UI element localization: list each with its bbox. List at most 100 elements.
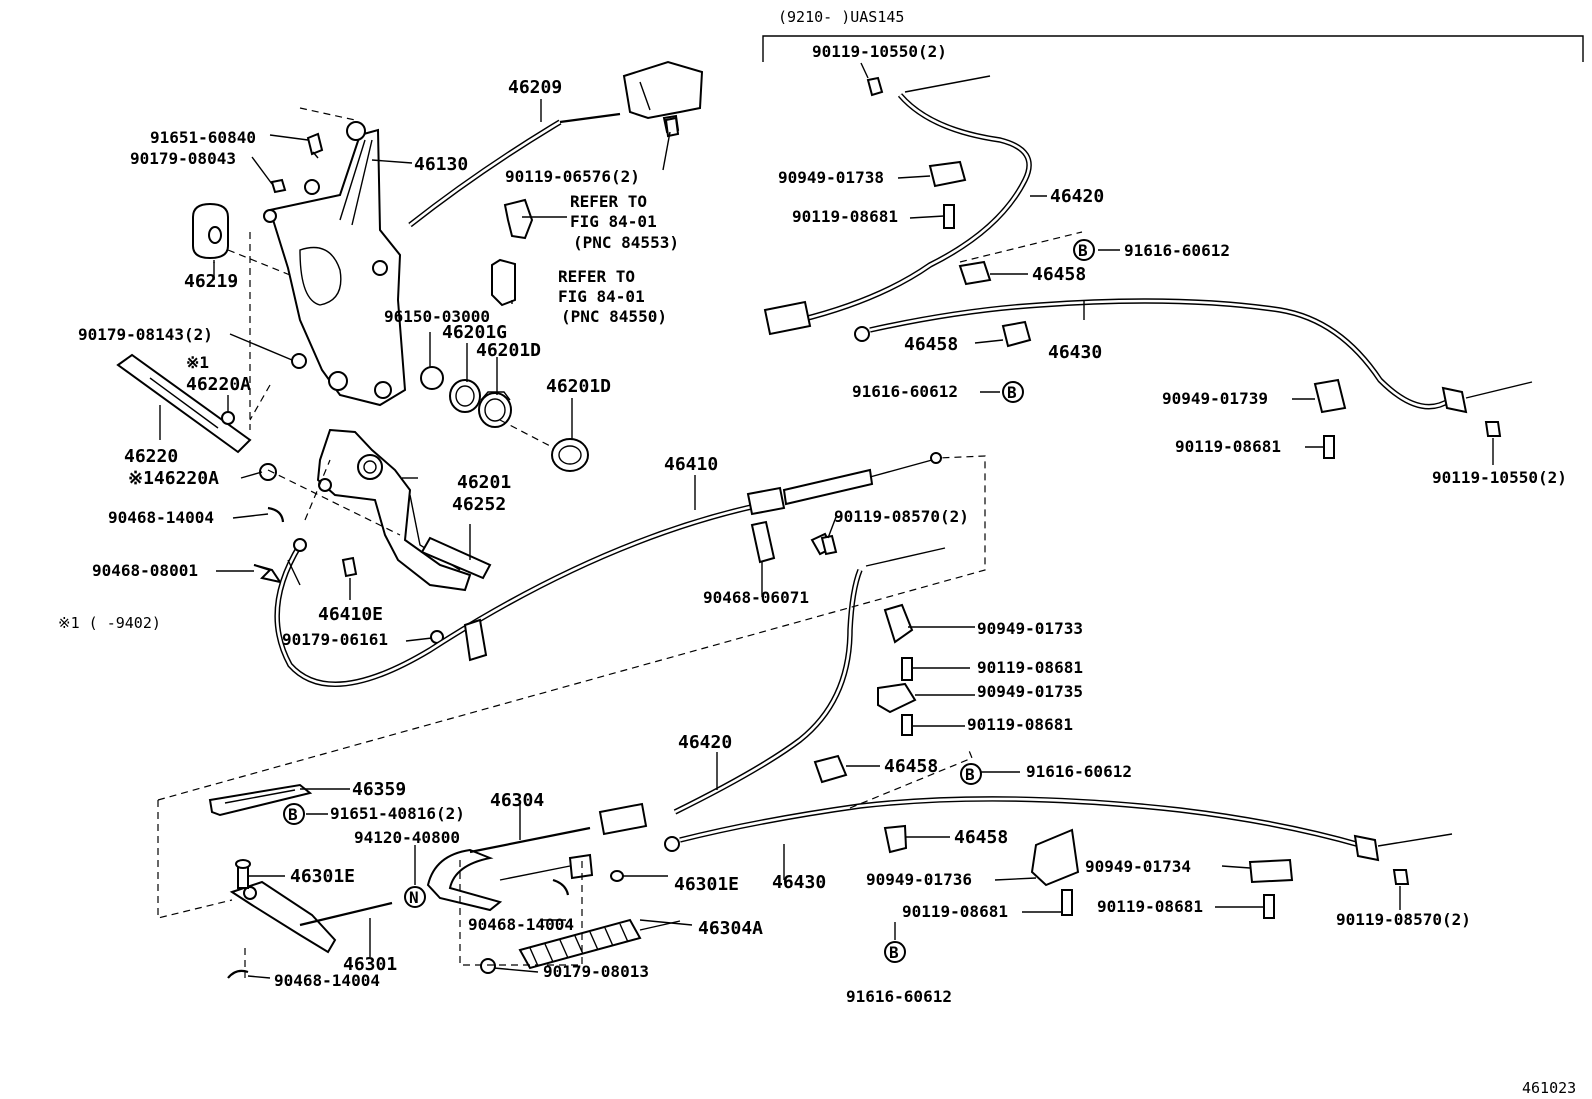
intermediate-lever-46301	[229, 880, 393, 954]
rod-46220	[116, 353, 277, 481]
bushing-46201D-a	[478, 391, 512, 428]
label-46209: 46209	[508, 77, 562, 98]
nut-90179-08013	[480, 958, 496, 974]
bracket-90949-01733	[883, 603, 914, 644]
refer-2-line2: FIG 84-01	[558, 287, 645, 306]
header-range: (9210- )UAS145	[778, 8, 904, 26]
clamp-46458-a	[958, 260, 992, 286]
label-90949-01734: 90949-01734	[1085, 857, 1191, 876]
label-91616-60612-d: 91616-60612	[846, 987, 952, 1006]
dash-frame-top	[157, 455, 986, 801]
label-46430-b: 46430	[772, 872, 826, 893]
label-90119-08681-a: 90119-08681	[977, 658, 1083, 677]
bolt-90119-08681-c	[1061, 889, 1073, 916]
refer-1-line2: FIG 84-01	[570, 212, 657, 231]
label-46304A: 46304A	[698, 918, 763, 939]
clamp-46458-d	[883, 824, 908, 854]
nut-90179-08043	[270, 178, 287, 194]
svg-text:B: B	[889, 943, 899, 962]
label-91616-60612-b: 91616-60612	[852, 382, 958, 401]
spring-46304A	[518, 918, 681, 970]
label-46201D-a: 46201D	[476, 340, 541, 361]
label-90949-01736: 90949-01736	[866, 870, 972, 889]
bolt-90119-10550-b	[1484, 421, 1502, 437]
pin-46301E-a	[235, 859, 251, 889]
label-46420-b: 46420	[678, 732, 732, 753]
label-46430-a: 46430	[1048, 342, 1102, 363]
label-46130: 46130	[414, 154, 468, 175]
label-90179-08013: 90179-08013	[543, 962, 649, 981]
label-46458-c: 46458	[884, 756, 938, 777]
bracket-90949-01738	[928, 160, 967, 188]
label-90468-14004-c: 90468-14004	[274, 971, 380, 990]
label-90119-10550-b: 90119-10550(2)	[1432, 468, 1567, 487]
label-91651-60840: 91651-60840	[150, 128, 256, 147]
clip-90468-06071	[750, 520, 776, 564]
rear-cable-46430-lower	[664, 796, 1453, 862]
bracket-90949-01736	[1030, 828, 1080, 887]
label-90949-01739: 90949-01739	[1162, 389, 1268, 408]
label-90468-14004-a: 90468-14004	[108, 508, 214, 527]
bushing-46201D-b	[551, 438, 589, 472]
clip-90468-14004-b	[552, 878, 570, 896]
label-90949-01733: 90949-01733	[977, 619, 1083, 638]
label-90119-08681-f: 90119-08681	[1175, 437, 1281, 456]
clip-90468-08001	[253, 564, 283, 584]
clamp-46458-c	[813, 754, 848, 784]
label-90119-08681-c: 90119-08681	[902, 902, 1008, 921]
label-46201G: 46201G	[442, 322, 507, 343]
clip-90468-14004-c	[227, 969, 249, 979]
label-star1-top: ※1	[186, 353, 209, 372]
rear-cable-46430-upper	[854, 298, 1533, 414]
label-90119-08570-b: 90119-08570(2)	[1336, 910, 1471, 929]
equalizer-46304	[426, 826, 594, 912]
svg-text:N: N	[409, 888, 419, 907]
label-90468-08001: 90468-08001	[92, 561, 198, 580]
svg-text:B: B	[1078, 241, 1088, 260]
label-90179-06161: 90179-06161	[282, 630, 388, 649]
bracket-90949-01735	[877, 682, 917, 714]
label-90949-01738: 90949-01738	[778, 168, 884, 187]
label-46301E-b: 46301E	[674, 874, 739, 895]
label-46301E-a: 46301E	[290, 866, 355, 887]
bolt-90119-08681-e	[943, 204, 955, 229]
clamp-46458-b	[1001, 320, 1032, 348]
label-46304: 46304	[490, 790, 544, 811]
label-90119-08681-e: 90119-08681	[792, 207, 898, 226]
label-46220A-bottom: ※146220A	[128, 468, 219, 489]
bolt-90119-08681-f	[1323, 435, 1335, 459]
label-46301: 46301	[343, 954, 397, 975]
marker-B-c: B	[960, 763, 982, 785]
bushing-46201G	[449, 379, 481, 413]
refer-1-line1: REFER TO	[570, 192, 647, 211]
bolt-90119-08681-d	[1263, 894, 1275, 919]
pedal-bracket-46130	[263, 121, 407, 407]
label-90119-08570-a: 90119-08570(2)	[834, 507, 969, 526]
svg-text:B: B	[1007, 383, 1017, 402]
label-90468-14004-b: 90468-14004	[468, 915, 574, 934]
marker-B-e: B	[884, 941, 906, 963]
clip-ref-84553	[503, 198, 534, 240]
dash-line-upper-right	[959, 231, 1083, 263]
label-90179-08143: 90179-08143(2)	[78, 325, 213, 344]
marker-N: N	[404, 886, 426, 908]
label-46458-a: 46458	[1032, 264, 1086, 285]
label-46359: 46359	[352, 779, 406, 800]
figure-number: 461023	[1522, 1079, 1576, 1097]
pin-46301E-b	[610, 870, 624, 882]
label-90119-06576: 90119-06576(2)	[505, 167, 640, 186]
label-96150-03000: 96150-03000	[384, 307, 490, 326]
bracket-90949-01739	[1313, 378, 1347, 414]
label-90179-08043: 90179-08043	[130, 149, 236, 168]
marker-B-b: B	[1002, 381, 1024, 403]
label-94120-40800: 94120-40800	[354, 828, 460, 847]
refer-1-line3: (PNC 84553)	[573, 233, 679, 252]
label-46201: 46201	[457, 472, 511, 493]
label-46458-d: 46458	[954, 827, 1008, 848]
rear-cable-46420-upper	[763, 75, 1032, 336]
label-46220: 46220	[124, 446, 178, 467]
equalizer-frame	[459, 860, 583, 966]
rear-cable-46420-lower	[598, 532, 946, 836]
label-46410E: 46410E	[318, 604, 383, 625]
dash-line-2	[249, 384, 271, 421]
